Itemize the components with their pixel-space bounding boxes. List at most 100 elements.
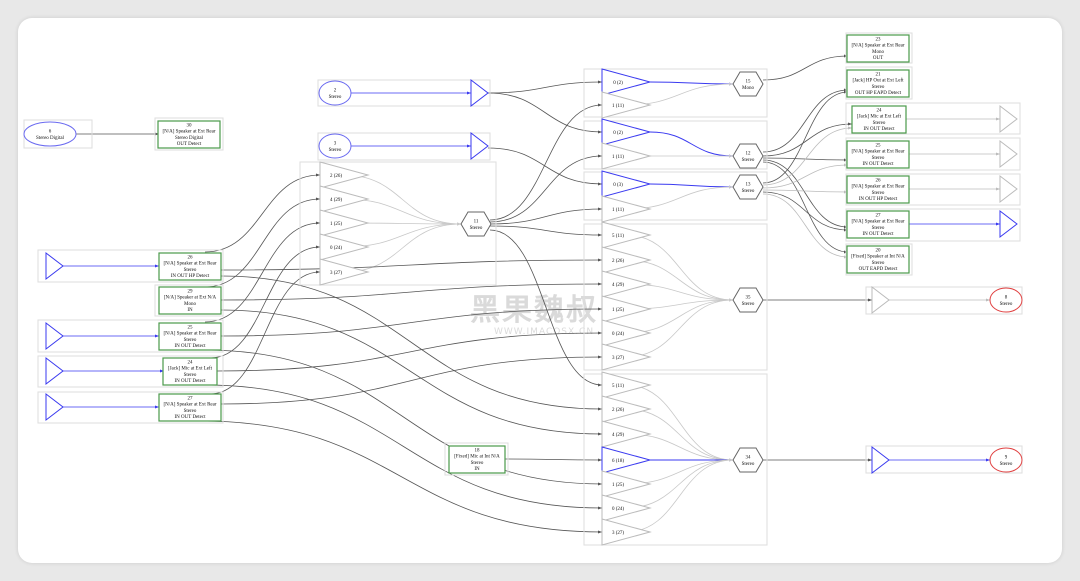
edge	[487, 147, 603, 185]
mixer-input-label: 0 (2)	[613, 131, 623, 136]
edge-arrowhead	[155, 132, 159, 136]
edge	[220, 283, 603, 301]
widget-hexagon-h35	[732, 287, 764, 313]
node-label-line: 6	[49, 130, 52, 135]
port-triangle	[999, 139, 1018, 169]
node-label-line: [Fixed] Speaker at Int N/A	[851, 255, 905, 260]
edge	[220, 259, 603, 271]
mixer-input-triangle	[601, 170, 652, 198]
node-label-line: 30	[187, 124, 193, 129]
edge	[625, 459, 734, 485]
mixer-input-label: 5 (11)	[612, 234, 624, 239]
port-triangle	[999, 174, 1018, 204]
edge	[487, 81, 603, 94]
node-label-line: Stereo	[872, 191, 885, 196]
cluster-box	[845, 32, 913, 64]
cluster-box	[154, 117, 224, 151]
pin-box-n25r	[846, 140, 910, 169]
edge-arrowhead	[996, 222, 1000, 226]
cluster-box	[583, 120, 768, 170]
node-label-line: IN OUT Detect	[862, 162, 894, 167]
edge	[209, 271, 321, 395]
edge-arrowhead	[598, 331, 602, 335]
node-label-line: [N/A] Speaker at Ext N/A	[164, 296, 217, 301]
node-label-line: Stereo	[742, 462, 755, 467]
node-label-line: IN OUT Detect	[862, 232, 894, 237]
edge	[762, 55, 849, 81]
edge-arrowhead	[598, 432, 602, 436]
cluster-box	[845, 137, 1021, 171]
widget-hexagon-h34	[732, 447, 764, 473]
node-label-line: 18	[475, 449, 481, 454]
edge-arrowhead	[155, 405, 159, 409]
edge-arrowhead	[986, 298, 990, 302]
edge	[625, 234, 734, 301]
edge-arrowhead	[155, 264, 159, 268]
cluster-box	[299, 161, 497, 286]
node-label-line: Stereo	[742, 302, 755, 307]
cluster-box	[154, 284, 224, 317]
node-label-line: Stereo	[329, 95, 342, 100]
node-label-line: Stereo	[873, 121, 886, 126]
mixer-input-triangle	[601, 494, 652, 522]
cluster-box	[444, 442, 509, 476]
node-label-line: IN OUT HP Detect	[171, 274, 210, 279]
mixer-input-triangle	[601, 118, 652, 146]
node-label-line: [N/A] Speaker at Ext Rear	[851, 44, 904, 49]
pin-box-n20	[846, 245, 910, 274]
node-label-line: Stereo	[1000, 302, 1013, 307]
node-label-line: OUT Detect	[177, 142, 202, 147]
edge-arrowhead	[598, 530, 602, 534]
mixer-input-label: 2 (26)	[612, 259, 624, 264]
mixer-input-triangle	[601, 420, 652, 448]
mixer-input-triangle	[601, 470, 652, 498]
mixer-input-triangle	[601, 518, 652, 546]
edge	[625, 384, 734, 461]
cluster-box	[845, 208, 1021, 242]
pin-box-n27l	[158, 393, 222, 422]
node-label-line: [N/A] Speaker at Ext Rear	[851, 185, 904, 190]
cluster-box	[37, 391, 224, 424]
node-label-line: 23	[876, 38, 882, 43]
edge	[343, 198, 462, 225]
edge-arrowhead	[729, 185, 733, 189]
node-label-line: Stereo	[742, 158, 755, 163]
edge-arrowhead	[598, 282, 602, 286]
mixer-input-triangle	[601, 221, 652, 249]
pin-box-n26l	[158, 252, 222, 281]
node-label-line: Stereo	[872, 226, 885, 231]
edge	[199, 420, 603, 533]
mixer-input-triangle	[601, 395, 652, 423]
edge-arrowhead	[160, 369, 164, 373]
cluster-box	[37, 319, 224, 353]
mixer-input-triangle	[601, 319, 652, 347]
cluster-box	[37, 355, 224, 388]
cluster-box	[583, 223, 768, 371]
edge	[489, 225, 603, 236]
edge	[762, 123, 853, 157]
edge-arrowhead	[996, 152, 1000, 156]
edge	[489, 229, 603, 386]
node-label-line: 27	[188, 397, 194, 402]
stream-ellipse-n3	[318, 133, 352, 159]
node-label-line: Stereo	[742, 189, 755, 194]
node-label-line: Mono	[872, 50, 884, 55]
edge-arrowhead	[316, 270, 320, 274]
node-label-line: 8	[1005, 296, 1008, 301]
node-label-line: 24	[188, 361, 194, 366]
node-label-line: [N/A] Speaker at Ext Rear	[851, 220, 904, 225]
node-label-line: 9	[1005, 456, 1008, 461]
node-label-line: IN OUT Detect	[174, 379, 206, 384]
